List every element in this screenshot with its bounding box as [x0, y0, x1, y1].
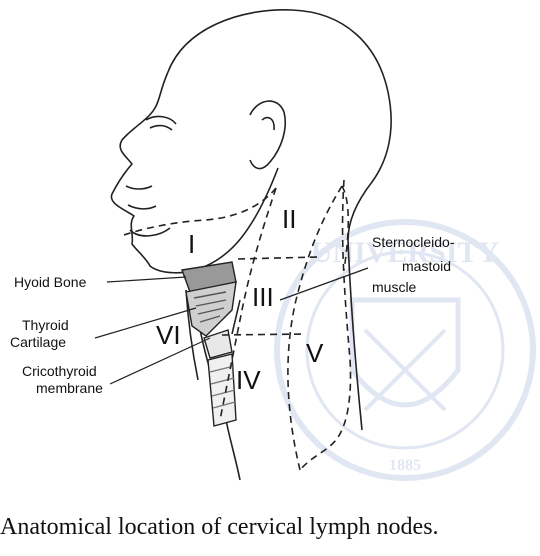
- scm-label-line2: mastoid: [402, 258, 451, 274]
- level-V-label: V: [306, 338, 324, 368]
- level-IV-label: IV: [236, 365, 261, 395]
- leader-hyoid: [107, 277, 186, 282]
- cricothyroid-label-line1: Cricothyroid: [22, 363, 97, 379]
- level-I-label: I: [188, 229, 195, 259]
- hyoid-bone-label: Hyoid Bone: [14, 274, 87, 290]
- cricothyroid-label-line2: membrane: [36, 380, 103, 396]
- leader-thyroid: [95, 308, 196, 338]
- watermark-year: 1885: [389, 457, 421, 474]
- boundary-III-IV: [222, 334, 306, 335]
- figure-caption: Anatomical location of cervical lymph no…: [0, 514, 540, 541]
- level-II-label: II: [282, 204, 296, 234]
- thyroid-cartilage-label-line1: Thyroid: [22, 317, 69, 333]
- scm-label-line1: Sternocleido-: [372, 234, 455, 250]
- thyroid-cartilage-label-line2: Cartilage: [10, 334, 66, 350]
- larynx: [182, 262, 236, 426]
- sternocleidomastoid-outline: [288, 180, 351, 470]
- level-VI-label: VI: [156, 320, 181, 350]
- boundary-II-III: [238, 257, 318, 259]
- level-III-label: III: [252, 282, 274, 312]
- scm-label-line3: muscle: [372, 279, 417, 295]
